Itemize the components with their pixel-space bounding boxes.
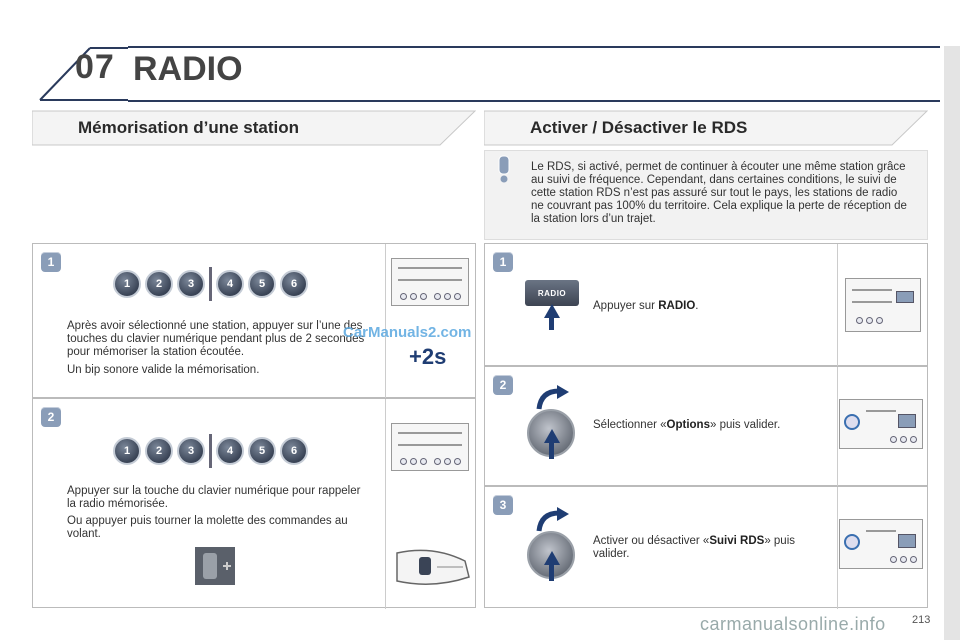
right-step1-text: Appuyer sur RADIO. xyxy=(593,300,699,312)
header-frame xyxy=(128,46,940,102)
right-step3-text: Activer ou désactiver «Suivi RDS» puis v… xyxy=(593,535,795,560)
arrow-up-icon xyxy=(544,304,560,318)
radio-unit-icon xyxy=(845,278,921,332)
radio-button[interactable]: RADIO xyxy=(525,280,579,306)
footer-watermark: carmanualsonline.info xyxy=(700,614,886,634)
step-badge: 1 xyxy=(41,252,61,272)
left-step1-panel: 1 1 2 3 4 5 6 Après avoir sélectionné un… xyxy=(32,243,476,399)
preset-key-6[interactable]: 6 xyxy=(280,437,308,465)
panel-divider xyxy=(385,399,386,609)
header-corner-decoration xyxy=(39,47,128,101)
step2-instruction: Appuyer sur la touche du clavier numériq… xyxy=(67,485,361,510)
preset-key-2[interactable]: 2 xyxy=(145,270,173,298)
rds-notice-text: Le RDS, si activé, permet de continuer à… xyxy=(531,161,907,225)
hold-two-seconds-icon: +2s xyxy=(409,344,447,369)
right-step2-text: Sélectionner «Options» puis valider. xyxy=(593,419,781,431)
preset-key-1[interactable]: 1 xyxy=(113,270,141,298)
step-badge: 2 xyxy=(493,375,513,395)
right-step2-panel: 2 Sélectionner «Options» puis valider. xyxy=(484,366,928,487)
preset-key-6[interactable]: 6 xyxy=(280,270,308,298)
preset-key-3[interactable]: 3 xyxy=(177,270,205,298)
rotate-arrow-icon xyxy=(536,385,569,410)
preset-key-4[interactable]: 4 xyxy=(216,437,244,465)
page-edge-strip xyxy=(944,46,960,640)
arrow-up-icon xyxy=(544,429,560,443)
left-section-title: Mémorisation d’une station xyxy=(78,118,300,137)
radio-unit-icon xyxy=(391,258,469,306)
step1-instruction: Après avoir sélectionné une station, app… xyxy=(67,320,365,358)
arrow-up-icon-stem xyxy=(549,441,554,459)
step-badge: 2 xyxy=(41,407,61,427)
preset-key-5[interactable]: 5 xyxy=(248,437,276,465)
chapter-title: RADIO xyxy=(133,50,243,88)
warning-exclamation-icon xyxy=(498,155,510,183)
preset-key-4[interactable]: 4 xyxy=(216,270,244,298)
watermark-text: CarManuals2.com xyxy=(343,324,472,341)
preset-key-1[interactable]: 1 xyxy=(113,437,141,465)
preset-key-3[interactable]: 3 xyxy=(177,437,205,465)
left-section-header-frame xyxy=(32,110,476,146)
chapter-number: 07 xyxy=(75,48,115,86)
right-step3-panel: 3 Activer ou désactiver «Suivi RDS» puis… xyxy=(484,486,928,609)
panel-divider xyxy=(837,487,838,609)
right-section-header-frame xyxy=(484,110,928,146)
radio-unit-icon xyxy=(391,423,469,471)
arrow-up-icon-stem xyxy=(549,563,554,581)
step2-alternative: Ou appuyer puis tourner la molette des c… xyxy=(67,515,348,540)
preset-key-2[interactable]: 2 xyxy=(145,437,173,465)
rds-notice-panel: Le RDS, si activé, permet de continuer à… xyxy=(484,150,928,240)
right-step1-panel: 1 RADIO Appuyer sur RADIO. xyxy=(484,243,928,367)
left-step2-panel: 2 1 2 3 4 5 6 Appuyer sur la touche du c… xyxy=(32,398,476,609)
radio-unit-icon xyxy=(839,399,923,449)
arrow-up-icon xyxy=(544,551,560,565)
panel-divider xyxy=(837,367,838,487)
rotate-arrow-icon xyxy=(536,507,569,532)
steering-column-stalk-icon xyxy=(396,549,470,585)
steering-wheel-control-icon xyxy=(195,547,235,585)
step-badge: 3 xyxy=(493,495,513,515)
numeric-keypad: 1 2 3 4 5 6 xyxy=(113,431,353,471)
panel-divider xyxy=(837,244,838,367)
panel-divider xyxy=(385,244,386,399)
step-badge: 1 xyxy=(493,252,513,272)
keypad-divider xyxy=(209,434,212,468)
step1-confirmation: Un bip sonore valide la mémorisation. xyxy=(67,364,260,376)
radio-unit-icon xyxy=(839,519,923,569)
keypad-divider xyxy=(209,267,212,301)
preset-key-5[interactable]: 5 xyxy=(248,270,276,298)
right-section-title: Activer / Désactiver le RDS xyxy=(530,118,748,137)
page-number: 213 xyxy=(912,614,931,626)
arrow-up-icon-stem xyxy=(549,316,554,330)
numeric-keypad: 1 2 3 4 5 6 xyxy=(113,264,353,304)
